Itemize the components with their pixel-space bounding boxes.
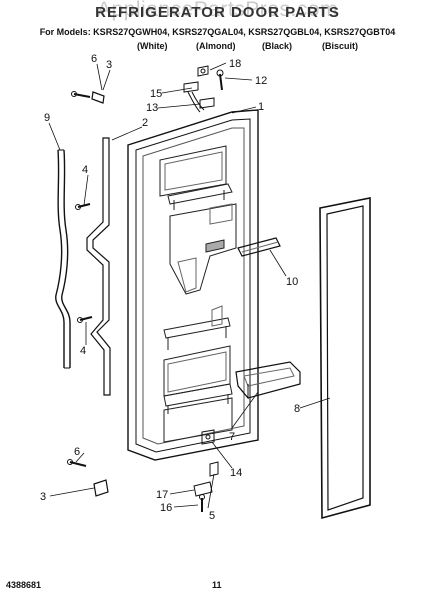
leader-13 bbox=[157, 103, 201, 109]
callout-18: 18 bbox=[229, 58, 241, 70]
part-7-door-bin bbox=[235, 361, 301, 400]
leader-6-top bbox=[96, 63, 103, 91]
callout-7: 7 bbox=[229, 431, 235, 443]
leader-9 bbox=[48, 122, 61, 151]
part-16-bottom-screw bbox=[199, 494, 205, 512]
part-9-seal-strip bbox=[55, 149, 71, 369]
leader-12 bbox=[224, 77, 253, 81]
callout-13: 13 bbox=[146, 102, 158, 114]
leader-lines bbox=[48, 62, 331, 509]
callout-10: 10 bbox=[286, 276, 298, 288]
callout-6-top: 6 bbox=[91, 53, 97, 65]
part-10-dispenser-trim bbox=[237, 237, 281, 257]
callout-4-top: 4 bbox=[82, 164, 88, 176]
part-13-top-hinge-bushing bbox=[199, 97, 215, 109]
callout-8: 8 bbox=[294, 403, 300, 415]
callout-9: 9 bbox=[44, 112, 50, 124]
leader-14 bbox=[211, 441, 233, 469]
color-label-white: (White) bbox=[137, 41, 168, 51]
part-14-bottom-hinge-bushing bbox=[201, 429, 215, 445]
callout-4-bottom: 4 bbox=[80, 345, 86, 357]
callout-2: 2 bbox=[142, 117, 148, 129]
part-1-door-panel bbox=[127, 109, 259, 461]
footer-page-number: 11 bbox=[212, 580, 222, 590]
leader-17 bbox=[169, 489, 195, 495]
callout-16: 16 bbox=[160, 502, 172, 514]
leader-16 bbox=[173, 504, 199, 508]
leader-18 bbox=[209, 62, 227, 71]
callout-15: 15 bbox=[150, 88, 162, 100]
part-2-handle-rail bbox=[86, 137, 111, 396]
part-4-screw-bottom bbox=[77, 316, 93, 323]
part-6-top-screw bbox=[71, 91, 91, 98]
callout-5: 5 bbox=[209, 510, 215, 522]
watermark: AppliancePartsPros.com bbox=[97, 0, 338, 21]
callout-3-top: 3 bbox=[106, 59, 112, 71]
part-5-bottom-hinge-bracket bbox=[209, 461, 219, 477]
door-liner-features bbox=[159, 145, 237, 443]
leader-6-bottom bbox=[75, 452, 85, 463]
leader-2 bbox=[111, 126, 143, 141]
leader-4-top bbox=[83, 174, 89, 206]
part-8-door-gasket bbox=[319, 197, 371, 520]
callout-numbers: 6 3 9 2 4 4 18 12 15 13 1 10 7 8 14 5 17… bbox=[40, 53, 300, 522]
page-title: REFRIGERATOR DOOR PARTS bbox=[95, 4, 340, 21]
part-18-screw bbox=[197, 65, 209, 77]
color-label-black: (Black) bbox=[262, 41, 293, 51]
part-3-top-bushing bbox=[91, 91, 105, 104]
leader-3-bottom bbox=[49, 487, 95, 497]
color-label-biscuit: (Biscuit) bbox=[322, 41, 358, 51]
part-3-bottom-bushing bbox=[93, 479, 109, 497]
leader-8 bbox=[299, 397, 331, 409]
callout-1: 1 bbox=[258, 101, 264, 113]
leader-1 bbox=[231, 106, 257, 114]
part-12-screw bbox=[216, 69, 224, 91]
part-4-screw-top bbox=[75, 203, 91, 210]
callout-6-bottom: 6 bbox=[74, 446, 80, 458]
leader-5 bbox=[207, 473, 215, 509]
callout-17: 17 bbox=[156, 489, 168, 501]
callout-14: 14 bbox=[230, 467, 242, 479]
leader-3-top bbox=[102, 69, 111, 91]
callout-3-bottom: 3 bbox=[40, 491, 46, 503]
part-17-bottom-hinge-plate bbox=[193, 481, 213, 497]
part-6-bottom-screw bbox=[67, 459, 87, 467]
models-line: For Models: KSRS27QGWH04, KSRS27QGAL04, … bbox=[39, 27, 396, 37]
leader-15 bbox=[161, 87, 193, 94]
leader-10 bbox=[269, 249, 287, 277]
leader-7 bbox=[231, 391, 259, 429]
footer-part-number: 4388681 bbox=[6, 580, 42, 590]
color-label-almond: (Almond) bbox=[196, 41, 236, 51]
callout-12: 12 bbox=[255, 75, 267, 87]
